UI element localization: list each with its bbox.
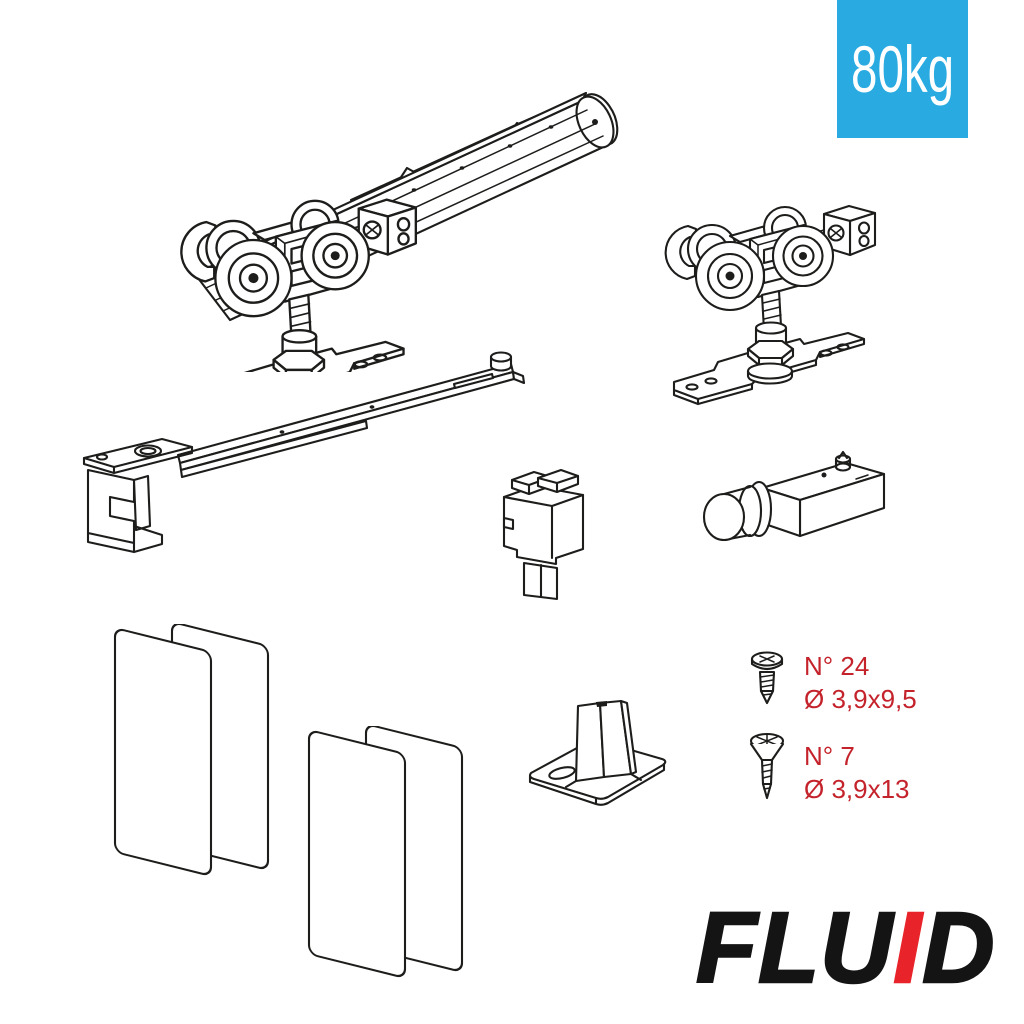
weight-badge: 80kg	[837, 0, 968, 138]
countersunk-screw-label: N° 7 Ø 3,9x13	[804, 740, 910, 806]
screw-1-count: N° 24	[804, 651, 870, 681]
spacer-panels-pair-1-drawing	[113, 624, 270, 877]
screw-1-size: Ø 3,9x9,5	[804, 684, 917, 714]
logo-text-black-1: FLU	[695, 892, 894, 1004]
pan-head-screw-label: N° 24 Ø 3,9x9,5	[804, 650, 917, 716]
logo-text-red: I	[892, 892, 923, 1004]
track-rail-assembly-drawing	[180, 91, 619, 372]
weight-badge-text: 80kg	[850, 32, 955, 106]
hanger-carriage-drawing	[664, 204, 877, 406]
screw-2-size: Ø 3,9x13	[804, 774, 910, 804]
screw-2-count: N° 7	[804, 741, 855, 771]
floor-guide-drawing	[528, 699, 667, 806]
pan-head-screw-icon	[750, 651, 784, 705]
activator-arm-drawing	[82, 351, 526, 554]
end-stop-drawing	[502, 468, 585, 601]
soft-close-damper-drawing	[702, 450, 886, 542]
fluid-logo: FLUID	[695, 897, 996, 1000]
logo-text-black-2: D	[921, 892, 996, 1004]
countersunk-screw-icon	[749, 732, 785, 800]
spacer-panels-pair-2-drawing	[307, 726, 464, 979]
